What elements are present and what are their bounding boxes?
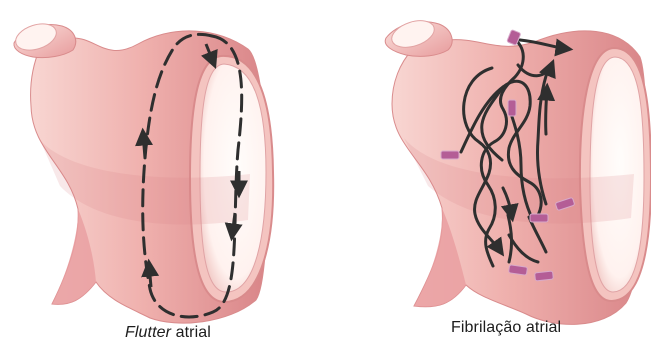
ectopic-focus-marker: [508, 100, 516, 116]
left-atrium: [12, 19, 273, 323]
ectopic-focus-marker: [535, 271, 554, 281]
right-atrium: [385, 16, 651, 325]
flutter-atrial-caption: Flutter atrial: [125, 324, 211, 342]
flutter-arrow-left-upper: [143, 133, 145, 158]
flutter-caption-rest: atrial: [171, 324, 211, 341]
fibrilacao-atrial-caption: Fibrilação atrial: [451, 319, 561, 337]
right-atrium-opening: [590, 57, 644, 292]
flutter-caption-italic: Flutter: [125, 324, 171, 341]
ectopic-focus-marker: [441, 151, 459, 159]
fibrillation-pathway: [546, 88, 547, 134]
ectopic-focus-marker: [530, 214, 548, 222]
flutter-arrow-left-lower: [149, 264, 151, 287]
